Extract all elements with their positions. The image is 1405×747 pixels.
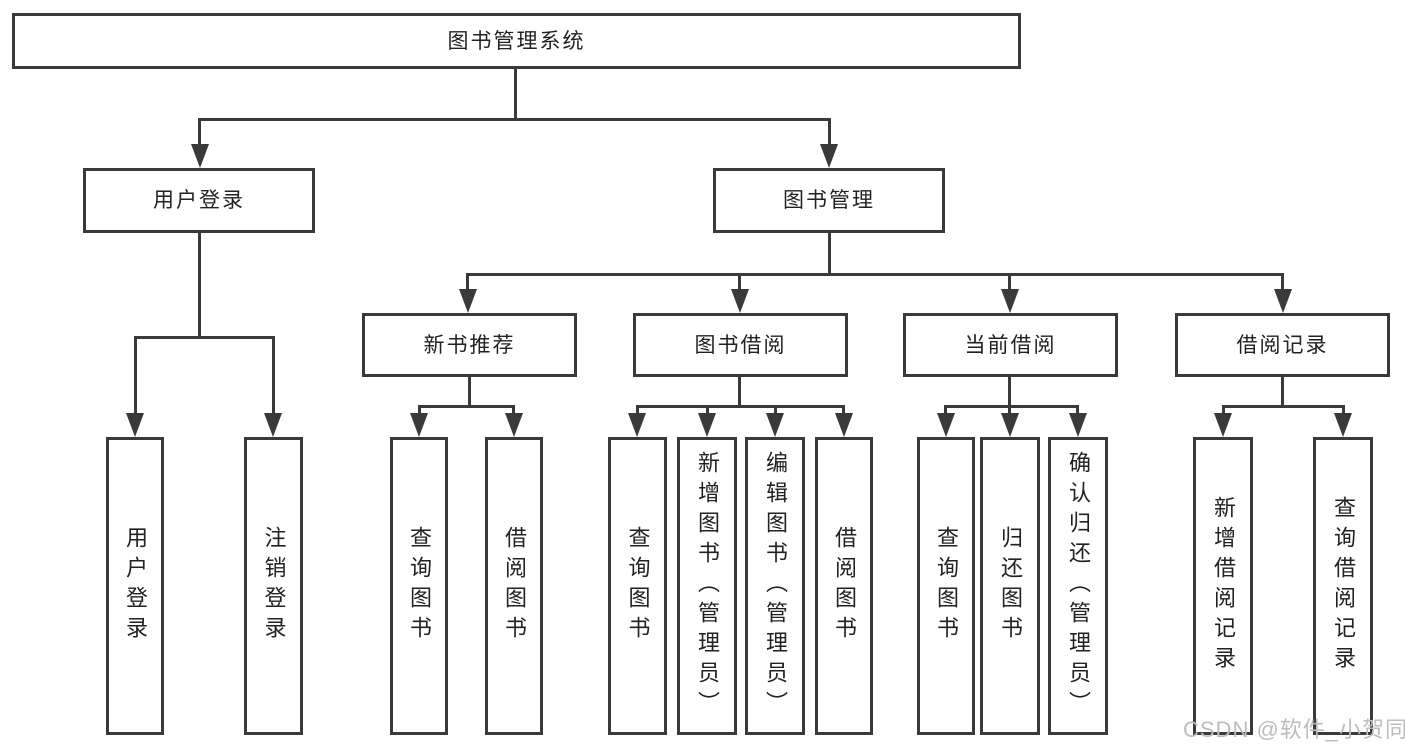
node-confirm-return-admin: 确认归还（管理员） — [1048, 437, 1108, 735]
node-borrow-book-2-label: 借阅图书 — [832, 526, 857, 646]
node-logout-label: 注销登录 — [261, 526, 287, 646]
connector-book-borrow-stem — [738, 377, 741, 405]
node-add-borrow-record-label: 新增借阅记录 — [1211, 496, 1236, 676]
connector-new-book-branch — [418, 405, 515, 408]
node-edit-book-admin-label: 编辑图书（管理员） — [763, 451, 788, 721]
node-borrow-records-label: 借阅记录 — [1236, 333, 1329, 357]
arrowhead-icon — [1214, 413, 1232, 437]
node-edit-book-admin: 编辑图书（管理员） — [745, 437, 805, 735]
node-user-login-leaf: 用户登录 — [106, 437, 164, 735]
connector-current-borrow-stem — [1008, 377, 1011, 405]
node-query-book-3-label: 查询图书 — [934, 526, 959, 646]
connector-leaf — [1342, 405, 1345, 415]
node-borrow-book: 借阅图书 — [485, 437, 543, 735]
node-user-login-leaf-label: 用户登录 — [123, 526, 148, 646]
watermark: CSDN @软件_小贺同学 — [1183, 717, 1405, 742]
connector-leaf — [944, 405, 947, 415]
arrowhead-icon — [835, 413, 853, 437]
connector-to-user-login — [198, 118, 201, 146]
arrowhead-icon — [191, 144, 209, 168]
connector-user-login-stem — [198, 233, 201, 336]
arrowhead-icon — [1001, 289, 1019, 313]
connector-borrow-records-branch — [1222, 405, 1345, 408]
connector-root-stem — [514, 69, 517, 118]
node-user-login: 用户登录 — [83, 168, 315, 233]
connector-leaf — [418, 405, 421, 415]
connector-leaf — [1008, 405, 1011, 415]
connector-book-mgmt-stem — [828, 233, 831, 273]
arrowhead-icon — [1069, 413, 1087, 437]
connector-leaf — [774, 405, 777, 415]
connector-to-current-borrow — [1008, 273, 1011, 291]
node-new-book-recommend: 新书推荐 — [362, 313, 577, 377]
connector-new-book-stem — [468, 377, 471, 405]
node-query-book: 查询图书 — [390, 437, 448, 735]
node-borrow-records: 借阅记录 — [1175, 313, 1390, 377]
arrowhead-icon — [1001, 413, 1019, 437]
node-borrow-book-label: 借阅图书 — [502, 526, 527, 646]
connector-user-login-branch — [134, 336, 275, 339]
node-query-borrow-record-label: 查询借阅记录 — [1331, 496, 1356, 676]
arrowhead-icon — [126, 413, 144, 437]
node-root: 图书管理系统 — [12, 13, 1021, 69]
node-return-book: 归还图书 — [980, 437, 1040, 735]
node-current-borrow: 当前借阅 — [903, 313, 1118, 377]
connector-current-borrow-branch — [944, 405, 1079, 408]
node-book-borrow-label: 图书借阅 — [694, 333, 787, 357]
node-return-book-label: 归还图书 — [998, 526, 1023, 646]
connector-borrow-records-stem — [1281, 377, 1284, 405]
arrowhead-icon — [264, 413, 282, 437]
connector-root-branch — [198, 118, 831, 121]
node-query-book-3: 查询图书 — [917, 437, 975, 735]
node-logout: 注销登录 — [244, 437, 303, 735]
connector-leaf — [1076, 405, 1079, 415]
node-add-book-admin: 新增图书（管理员） — [677, 437, 737, 735]
node-add-book-admin-label: 新增图书（管理员） — [695, 451, 720, 721]
connector-leaf — [636, 405, 639, 415]
node-book-management-label: 图书管理 — [783, 189, 875, 212]
connector-to-new-book — [466, 273, 469, 291]
connector-to-book-borrow — [738, 273, 741, 291]
node-query-book-2: 查询图书 — [608, 437, 667, 735]
arrowhead-icon — [698, 413, 716, 437]
connector-to-logout-leaf — [272, 336, 275, 415]
connector-book-borrow-branch — [636, 405, 845, 408]
connector-to-book-mgmt — [828, 118, 831, 146]
arrowhead-icon — [731, 289, 749, 313]
node-new-book-recommend-label: 新书推荐 — [423, 333, 516, 357]
node-confirm-return-admin-label: 确认归还（管理员） — [1066, 451, 1091, 721]
node-book-borrow: 图书借阅 — [633, 313, 848, 377]
connector-book-mgmt-branch — [466, 273, 1284, 276]
node-book-management: 图书管理 — [713, 168, 945, 233]
connector-leaf — [842, 405, 845, 415]
node-add-borrow-record: 新增借阅记录 — [1193, 437, 1253, 735]
node-borrow-book-2: 借阅图书 — [815, 437, 873, 735]
arrowhead-icon — [766, 413, 784, 437]
node-current-borrow-label: 当前借阅 — [964, 333, 1057, 357]
connector-leaf — [1222, 405, 1225, 415]
connector-leaf — [512, 405, 515, 415]
arrowhead-icon — [937, 413, 955, 437]
arrowhead-icon — [1334, 413, 1352, 437]
connector-leaf — [706, 405, 709, 415]
node-user-login-label: 用户登录 — [153, 189, 245, 212]
node-query-book-label: 查询图书 — [407, 526, 432, 646]
arrowhead-icon — [505, 413, 523, 437]
node-root-label: 图书管理系统 — [447, 29, 586, 53]
connector-to-borrow-records — [1281, 273, 1284, 291]
node-query-book-2-label: 查询图书 — [625, 526, 651, 646]
connector-to-login-leaf — [134, 336, 137, 415]
arrowhead-icon — [628, 413, 646, 437]
arrowhead-icon — [1274, 289, 1292, 313]
node-query-borrow-record: 查询借阅记录 — [1313, 437, 1373, 735]
arrowhead-icon — [459, 289, 477, 313]
arrowhead-icon — [820, 144, 838, 168]
arrowhead-icon — [410, 413, 428, 437]
